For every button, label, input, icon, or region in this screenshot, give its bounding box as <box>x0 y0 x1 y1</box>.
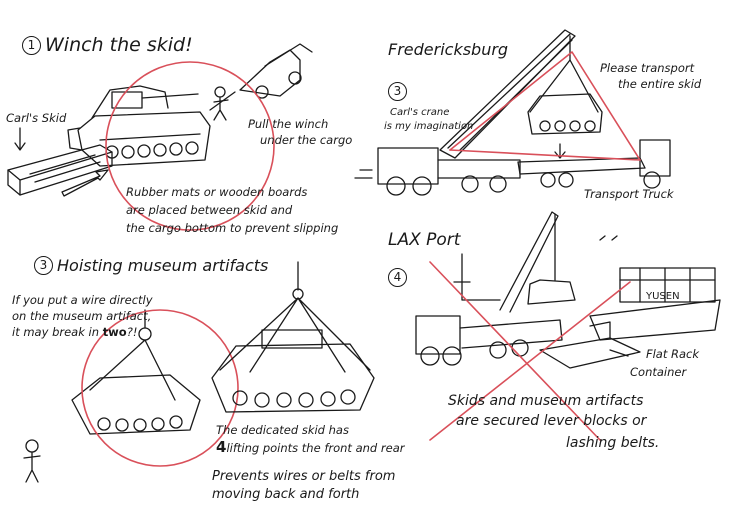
transport-note-2: the entire skid <box>618 77 702 91</box>
step-title-text: Winch the skid! <box>45 34 193 56</box>
port-crane-drawing <box>453 211 576 313</box>
port-truck-drawing <box>415 315 563 366</box>
crane-note-2: is my imagination <box>384 121 474 132</box>
person-figure-1 <box>213 86 229 121</box>
transport-truck-label: Transport Truck <box>584 187 674 201</box>
red-line <box>449 149 641 161</box>
warning-punct: ?! <box>126 325 138 339</box>
secured-note-3: lashing belts. <box>566 435 660 451</box>
person-figure-2 <box>23 439 41 483</box>
red-circle-1 <box>105 61 275 231</box>
red-triangle <box>449 51 641 161</box>
prevent-note-1: Prevents wires or belts from <box>212 469 396 484</box>
tank-hoist-right-drawing <box>211 261 375 413</box>
tank-drawing-1 <box>67 85 211 167</box>
secured-note-1: Skids and museum artifacts <box>448 393 644 409</box>
skid-drawing <box>7 144 113 196</box>
warning-note-3: it may break in two?! <box>12 326 137 338</box>
location-title-lax: LAX Port <box>388 230 461 250</box>
lifting-points-text: lifting points the front and rear <box>226 441 405 455</box>
warning-note-1: If you put a wire directly <box>12 293 153 307</box>
winch-note-2: under the cargo <box>260 133 353 147</box>
secured-note-2: are secured lever blocks or <box>456 413 647 429</box>
container-ship-drawing <box>589 235 721 341</box>
winch-note-1: Pull the winch <box>248 117 329 131</box>
flat-rack-container-drawing <box>539 321 641 369</box>
skid-note-1: The dedicated skid has <box>216 423 349 437</box>
prevent-note-2: moving back and forth <box>212 487 360 502</box>
step-title-text: Hoisting museum artifacts <box>57 256 269 275</box>
warning-emphasis: two <box>102 325 127 339</box>
ship-name-label: YUSEN <box>646 291 680 302</box>
mats-note-2: are placed between skid and <box>126 203 293 217</box>
red-x-mark <box>429 261 631 441</box>
step-number: 1 <box>22 36 41 55</box>
mats-note-1: Rubber mats or wooden boards <box>126 185 308 199</box>
step-badge-4: 4 <box>388 268 411 287</box>
lifting-points-count: 4 <box>216 438 227 456</box>
tank-on-sling-drawing <box>527 59 603 135</box>
step-number: 3 <box>34 256 53 275</box>
crane-truck-drawing <box>354 29 576 196</box>
transport-truck-drawing <box>517 139 671 189</box>
location-title-fredericksburg: Fredericksburg <box>388 40 509 59</box>
step-number: 4 <box>388 268 407 287</box>
crane-note-1: Carl's crane <box>390 107 450 118</box>
red-circle-2 <box>81 309 239 467</box>
step-number: 3 <box>388 82 407 101</box>
warning-text: it may break in <box>12 325 100 339</box>
flat-rack-label-2: Container <box>630 365 687 379</box>
flat-rack-label-1: Flat Rack <box>646 347 700 361</box>
skid-label: Carl's Skid <box>6 111 67 125</box>
skid-note-2: 4lifting points the front and rear <box>216 438 405 456</box>
tank-hoist-left-drawing <box>71 309 201 435</box>
transport-note-1: Please transport <box>600 61 695 75</box>
arrow-down-icon <box>14 127 26 151</box>
warning-note-2: on the museum artifact, <box>12 309 152 323</box>
arrow-up-icon <box>61 169 109 197</box>
mats-note-3: the cargo bottom to prevent slipping <box>126 221 339 235</box>
step-badge-2: 3 <box>388 82 411 101</box>
